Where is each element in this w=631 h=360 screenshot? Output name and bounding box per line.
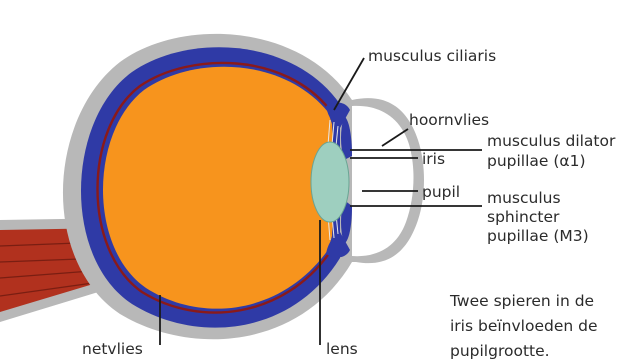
label-sphincter-line3: pupillae (M3)	[487, 227, 589, 245]
lens	[311, 142, 349, 222]
label-dilator-line2: pupillae (α1)	[487, 152, 586, 170]
label-hoornvlies: hoornvlies	[409, 111, 489, 129]
label-sphincter-line1: musculus	[487, 189, 561, 207]
label-netvlies: netvlies	[82, 340, 143, 358]
label-sphincter-line2: sphincter	[487, 208, 560, 226]
caption-line-1: Twee spieren in de	[449, 292, 594, 310]
vitreous-body	[103, 67, 334, 309]
caption-line-2: iris beïnvloeden de	[450, 317, 598, 335]
label-iris: iris	[422, 150, 445, 168]
label-dilator-line1: musculus dilator	[487, 132, 616, 150]
label-musculus-ciliaris: musculus ciliaris	[368, 47, 496, 65]
caption-line-3: pupilgrootte.	[450, 342, 550, 360]
label-lens: lens	[326, 340, 358, 358]
label-pupil: pupil	[422, 183, 460, 201]
